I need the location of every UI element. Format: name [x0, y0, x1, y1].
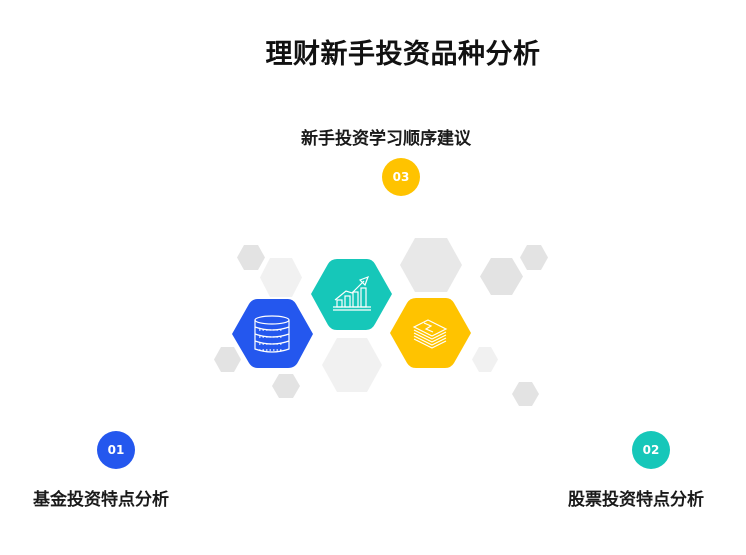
item-1-badge: 01 [97, 431, 135, 469]
page-title: 理财新手投资品种分析 [265, 39, 541, 70]
item-2-label: 股票投资特点分析 [568, 490, 704, 510]
fund-hexagon [232, 299, 313, 368]
item-3-badge: 03 [382, 158, 420, 196]
stacked-documents-icon [412, 319, 448, 349]
decorative-hexagons [214, 238, 548, 406]
item-1-label: 基金投资特点分析 [33, 490, 169, 510]
growth-chart-icon [333, 275, 371, 311]
stock-hexagon [311, 259, 392, 330]
item-3-label: 新手投资学习顺序建议 [301, 129, 471, 149]
item-2-badge: 02 [632, 431, 670, 469]
learning-hexagon [390, 298, 471, 368]
database-stack-icon [254, 315, 290, 353]
